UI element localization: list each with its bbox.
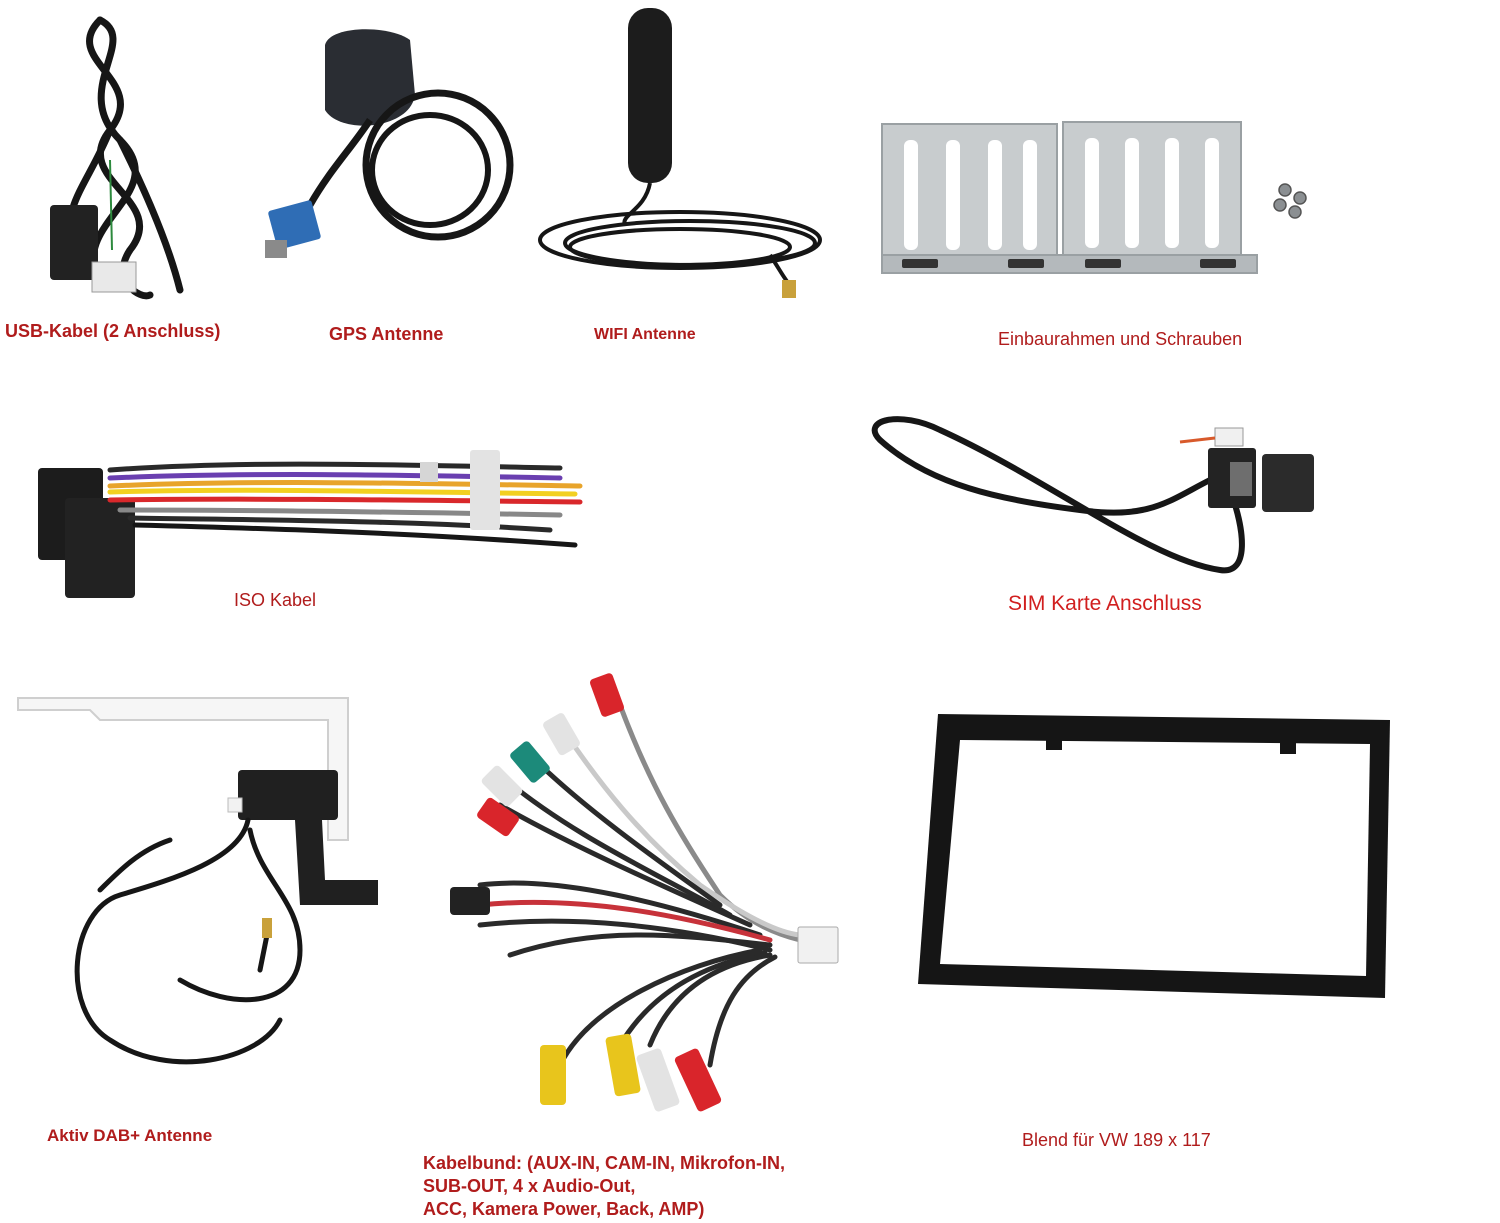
- sim-connector-caption: SIM Karte Anschluss: [1008, 592, 1202, 615]
- dab-antenna-caption: Aktiv DAB+ Antenne: [47, 1126, 213, 1145]
- fascia-frame-icon: [918, 714, 1390, 998]
- sim-card-connector-icon: [871, 416, 1314, 574]
- bracket-item: Einbaurahmen und Schrauben: [860, 0, 1360, 360]
- bracket-caption: Einbaurahmen und Schrauben: [998, 329, 1243, 349]
- harness-item: Kabelbund: (AUX-IN, CAM-IN, Mikrofon-IN,…: [420, 665, 860, 1223]
- dab-antenna-icon: [17, 697, 378, 1065]
- harness-caption-line-3: ACC, Kamera Power, Back, AMP): [423, 1199, 705, 1219]
- iso-cable-icon: [38, 450, 583, 598]
- harness-caption: Kabelbund: (AUX-IN, CAM-IN, Mikrofon-IN,…: [423, 1152, 863, 1221]
- gps-antenna-caption: GPS Antenne: [329, 324, 444, 344]
- wifi-antenna-item: WIFI Antenne: [530, 0, 840, 350]
- harness-caption-line-1: Kabelbund: (AUX-IN, CAM-IN, Mikrofon-IN,: [423, 1153, 785, 1173]
- gps-antenna-icon: [265, 29, 514, 258]
- dab-antenna-item: Aktiv DAB+ Antenne: [0, 680, 400, 1160]
- sim-connector-item: SIM Karte Anschluss: [850, 400, 1350, 620]
- fascia-frame-item: Blend für VW 189 x 117: [900, 700, 1420, 1160]
- wifi-antenna-icon: [538, 8, 822, 298]
- iso-cable-caption: ISO Kabel: [234, 590, 317, 610]
- wifi-antenna-caption: WIFI Antenne: [594, 326, 696, 343]
- fascia-frame-caption: Blend für VW 189 x 117: [1022, 1130, 1211, 1150]
- usb-cable-caption: USB-Kabel (2 Anschluss): [5, 321, 221, 341]
- screws-icon: [1273, 183, 1307, 219]
- mounting-bracket-icon: [881, 121, 1307, 274]
- usb-cable-icon: [50, 16, 184, 300]
- cable-harness-icon: [450, 673, 839, 1112]
- iso-cable-item: ISO Kabel: [0, 420, 620, 620]
- gps-antenna-item: GPS Antenne: [250, 0, 540, 350]
- harness-caption-line-2: SUB-OUT, 4 x Audio-Out,: [423, 1176, 636, 1196]
- usb-cable-item: USB-Kabel (2 Anschluss): [0, 0, 250, 350]
